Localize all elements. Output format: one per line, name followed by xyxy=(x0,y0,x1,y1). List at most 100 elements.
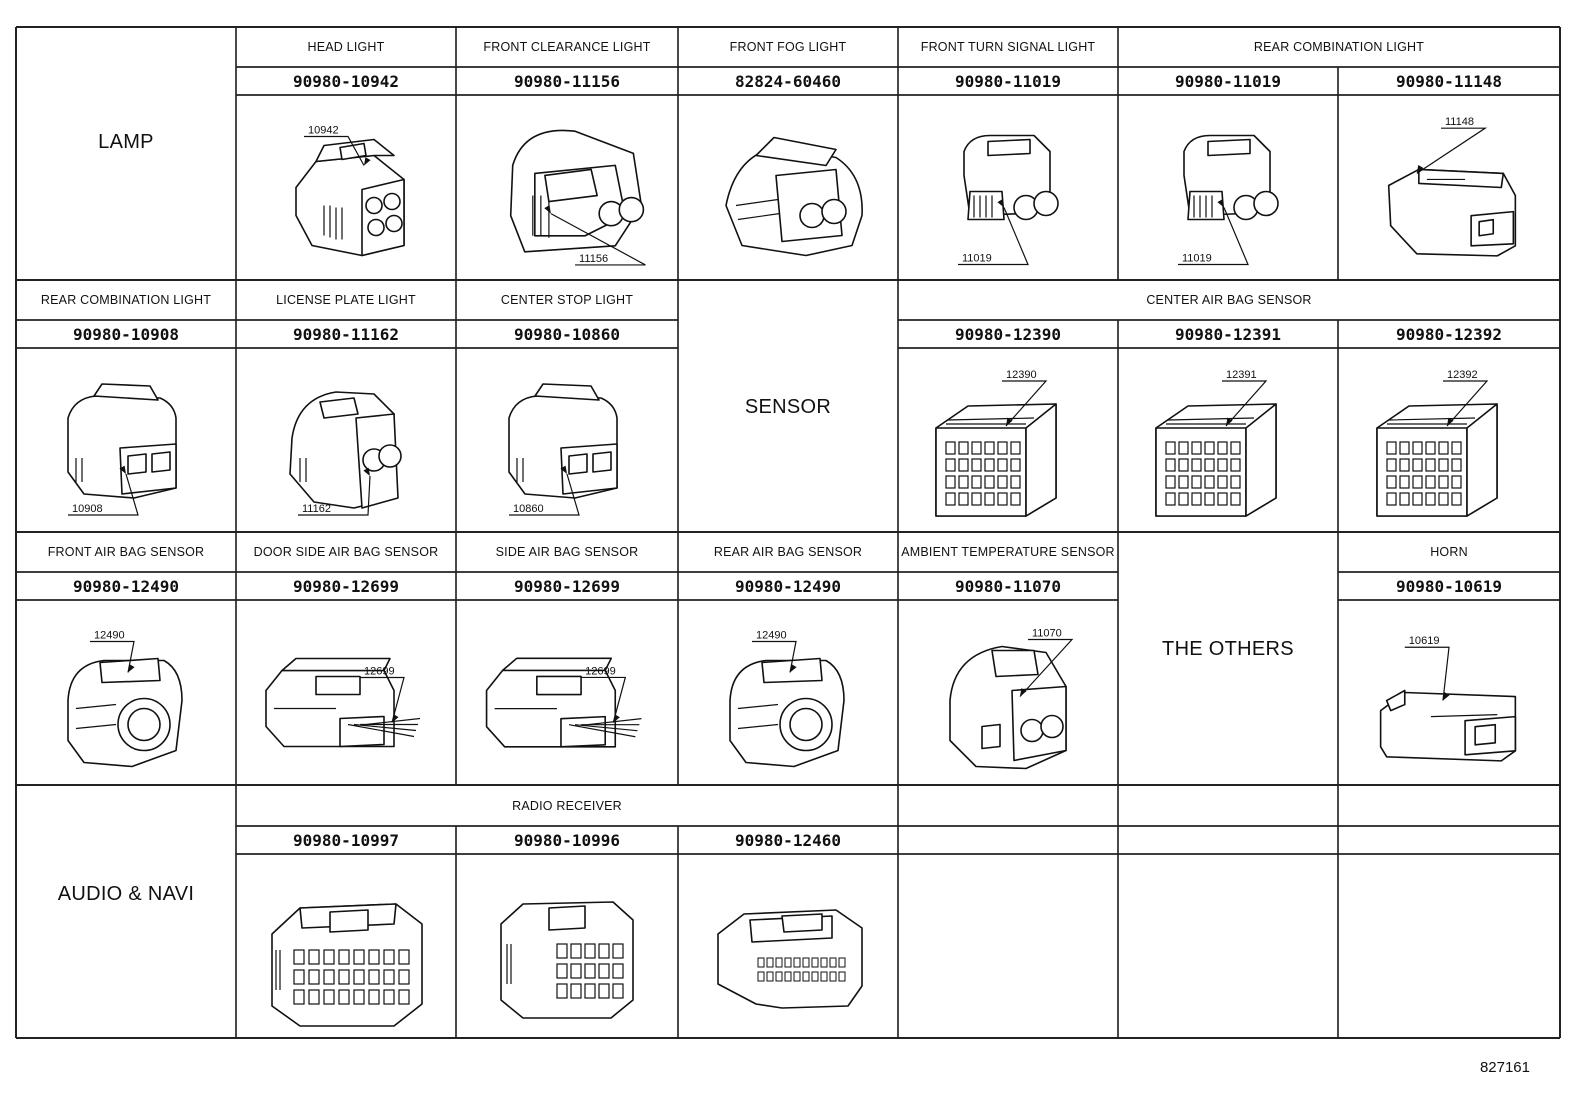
header-radio-receiver: RADIO RECEIVER xyxy=(512,798,622,813)
header-center-stop: CENTER STOP LIGHT xyxy=(500,293,634,307)
connector-center-airbag-1: 12390 xyxy=(898,348,1118,532)
callout-label: 11070 xyxy=(1032,628,1062,640)
connector-center-airbag-3: 12392 xyxy=(1338,348,1560,532)
connector-radio-2 xyxy=(456,854,678,1038)
part-center-airbag-2: 90980-12391 xyxy=(1175,324,1281,344)
connector-door-side-airbag-drawing: 12699 xyxy=(265,657,421,748)
connector-rear-airbag-drawing: 12490 xyxy=(729,630,845,768)
header-horn: HORN xyxy=(1430,545,1468,559)
callout-label: 12490 xyxy=(94,630,125,642)
part-radio-2: 90980-10996 xyxy=(514,830,620,850)
part-ambient-temp: 90980-11070 xyxy=(955,576,1061,596)
connector-ambient-temp-drawing: 11070 xyxy=(949,628,1074,770)
connector-rear-combination-1: 11019 xyxy=(1118,95,1338,280)
part-license-plate: 90980-11162 xyxy=(293,324,399,344)
header-rear-combination: REAR COMBINATION LIGHT xyxy=(40,293,212,307)
category-sensor: SENSOR xyxy=(744,396,832,418)
connector-head-light: 10942 xyxy=(236,95,456,280)
header-head-light: HEAD LIGHT xyxy=(307,40,385,54)
callout-label: 11162 xyxy=(302,503,331,515)
header-side-airbag: SIDE AIR BAG SENSOR xyxy=(495,545,639,559)
connector-license-plate-drawing: 11162 xyxy=(289,391,402,516)
part-front-clearance: 90980-11156 xyxy=(514,71,620,91)
connector-front-fog-drawing xyxy=(725,136,863,257)
part-side-airbag: 90980-12699 xyxy=(514,576,620,596)
diagram-id: 827161 xyxy=(1479,1059,1530,1076)
connector-side-airbag: 12699 xyxy=(456,600,678,785)
part-rear-combination-3: 90980-10908 xyxy=(73,324,179,344)
connector-rear-combination-3-drawing: 10908 xyxy=(67,383,177,516)
header-front-clearance: FRONT CLEARANCE LIGHT xyxy=(483,40,651,54)
connector-front-fog xyxy=(678,95,898,280)
part-head-light: 90980-10942 xyxy=(293,71,399,91)
connector-radio-1 xyxy=(236,854,456,1038)
category-audio-navi: AUDIO & NAVI xyxy=(57,883,195,905)
connector-front-turn: 11019 xyxy=(898,95,1118,280)
connector-radio-2-drawing xyxy=(500,901,634,1019)
connector-center-airbag-2: 12391 xyxy=(1118,348,1338,532)
connector-rear-combination-2: 11148 xyxy=(1338,95,1560,280)
callout-label: 10619 xyxy=(1409,635,1440,647)
callout-label: 12392 xyxy=(1447,369,1478,381)
callout-label: 11148 xyxy=(1445,116,1474,128)
header-rear-combination-top: REAR COMBINATION LIGHT xyxy=(1253,40,1425,54)
connector-horn: 10619 xyxy=(1338,600,1560,785)
connector-front-turn-drawing: 11019 xyxy=(958,134,1059,266)
connector-front-clearance-drawing: 11156 xyxy=(509,129,646,266)
connector-front-airbag-drawing: 12490 xyxy=(67,630,183,768)
connector-rear-airbag: 12490 xyxy=(678,600,898,785)
header-front-fog: FRONT FOG LIGHT xyxy=(729,40,847,54)
header-rear-airbag: REAR AIR BAG SENSOR xyxy=(713,545,863,559)
category-lamp: LAMP xyxy=(98,131,154,153)
part-rear-airbag: 90980-12490 xyxy=(735,576,841,596)
part-door-side-airbag: 90980-12699 xyxy=(293,576,399,596)
callout-label: 11019 xyxy=(962,253,992,265)
connector-front-clearance: 11156 xyxy=(456,95,678,280)
part-rear-combination-1: 90980-11019 xyxy=(1175,71,1281,91)
callout-label: 12699 xyxy=(364,666,395,678)
part-front-fog: 82824-60460 xyxy=(735,71,841,91)
connector-horn-drawing: 10619 xyxy=(1379,635,1517,762)
connector-radio-3 xyxy=(678,854,898,1038)
callout-label: 12391 xyxy=(1226,369,1257,381)
callout-label: 10860 xyxy=(513,503,544,515)
connector-center-airbag-3-drawing: 12392 xyxy=(1376,369,1498,517)
callout-label: 12699 xyxy=(585,665,616,677)
connector-rear-combination-1-drawing: 11019 xyxy=(1178,134,1279,266)
header-front-airbag: FRONT AIR BAG SENSOR xyxy=(47,545,205,559)
connector-license-plate: 11162 xyxy=(236,348,456,532)
connector-ambient-temp: 11070 xyxy=(898,600,1118,785)
header-ambient-temp: AMBIENT TEMPERATURE SENSOR xyxy=(901,545,1115,559)
header-door-side-airbag: DOOR SIDE AIR BAG SENSOR xyxy=(253,545,439,559)
callout-label: 12390 xyxy=(1006,369,1037,381)
callout-label: 12490 xyxy=(756,630,787,642)
connector-front-airbag: 12490 xyxy=(16,600,236,785)
header-center-airbag: CENTER AIR BAG SENSOR xyxy=(1146,293,1312,307)
connector-door-side-airbag: 12699 xyxy=(236,600,456,785)
part-radio-1: 90980-10997 xyxy=(293,830,399,850)
part-radio-3: 90980-12460 xyxy=(735,830,841,850)
part-center-airbag-3: 90980-12392 xyxy=(1396,324,1502,344)
part-front-airbag: 90980-12490 xyxy=(73,576,179,596)
header-license-plate: LICENSE PLATE LIGHT xyxy=(276,293,416,307)
connector-center-stop-drawing: 10860 xyxy=(508,383,618,516)
part-center-airbag-1: 90980-12390 xyxy=(955,324,1061,344)
connector-radio-3-drawing xyxy=(717,909,863,1009)
connector-center-airbag-2-drawing: 12391 xyxy=(1155,369,1277,517)
part-rear-combination-2: 90980-11148 xyxy=(1396,71,1502,91)
part-horn: 90980-10619 xyxy=(1396,576,1502,596)
callout-label: 11019 xyxy=(1182,253,1212,265)
part-front-turn: 90980-11019 xyxy=(955,71,1061,91)
callout-label: 10908 xyxy=(72,503,103,515)
connector-side-airbag-drawing: 12699 xyxy=(485,657,642,748)
connector-center-airbag-1-drawing: 12390 xyxy=(935,369,1057,517)
category-the-others: THE OTHERS xyxy=(1162,638,1294,660)
connector-rear-combination-3: 10908 xyxy=(16,348,236,532)
header-front-turn: FRONT TURN SIGNAL LIGHT xyxy=(920,40,1096,54)
callout-label: 11156 xyxy=(579,253,608,265)
connector-center-stop: 10860 xyxy=(456,348,678,532)
part-center-stop: 90980-10860 xyxy=(514,324,620,344)
callout-label: 10942 xyxy=(308,125,339,137)
connector-rear-combination-2-drawing: 11148 xyxy=(1387,116,1517,257)
